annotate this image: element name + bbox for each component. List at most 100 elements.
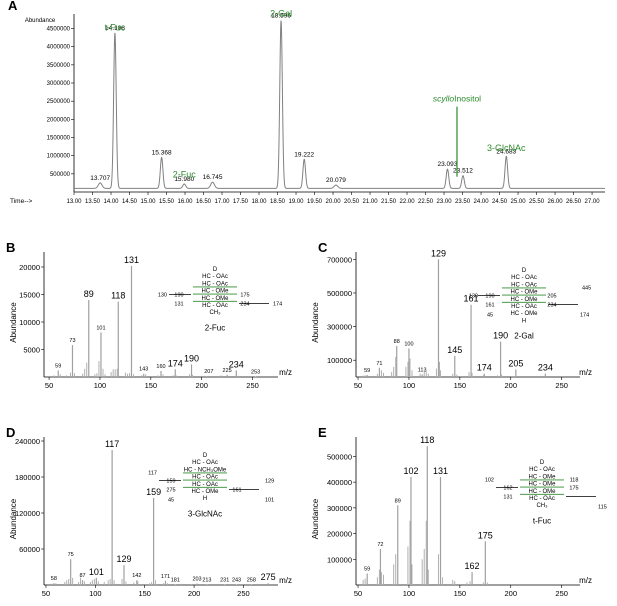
fragment-label: 101	[265, 498, 274, 504]
peak-label: 231	[220, 577, 229, 583]
peak-label: 225	[223, 368, 232, 374]
x-tick-label: 100	[403, 589, 416, 598]
x-tick-label: 150	[454, 589, 467, 598]
structure-line: HC - OAc	[192, 460, 218, 466]
peak-label: 143	[139, 367, 148, 373]
structure-line: HC - NCH₃OMe	[184, 467, 227, 473]
peak-label: 73	[69, 338, 75, 344]
x-tick-label: 20.50	[344, 199, 360, 205]
y-tick-label: 2000000	[47, 117, 71, 123]
peak-label: 213	[202, 577, 211, 583]
structure-line: D	[522, 268, 527, 274]
fragment-label: 234	[240, 302, 249, 308]
fragment-label: 175	[569, 486, 578, 492]
y-tick-label: 120000	[15, 509, 40, 518]
x-tick-label: 14.00	[103, 199, 119, 205]
x-tick-label: 150	[138, 589, 151, 598]
y-axis-title: Abundance	[9, 498, 18, 539]
peak-label: 87	[79, 573, 85, 579]
x-tick-label: 17.50	[233, 199, 249, 205]
structure-name: 2-Fuc	[205, 323, 225, 332]
x-tick-label: 23.50	[455, 199, 471, 205]
panel-label: E	[318, 425, 327, 440]
peak-label: 129	[431, 248, 446, 258]
fragment-label: 162	[503, 486, 512, 492]
peak-label: 102	[403, 466, 418, 476]
peak-label: 89	[84, 289, 94, 299]
x-axis-title: m/z	[579, 576, 592, 585]
peak-label: 161	[464, 294, 479, 304]
x-tick-label: 18.50	[270, 199, 286, 205]
x-axis-title: m/z	[279, 368, 292, 377]
peak-label: 88	[394, 339, 400, 345]
peak-label: 159	[146, 487, 161, 497]
peak-label: 59	[364, 566, 370, 572]
peak-label: 203	[192, 577, 201, 583]
peak-label: 234	[229, 359, 244, 369]
structure-line: H	[522, 318, 526, 324]
structure-name: 3-GlcNAc	[188, 509, 222, 518]
peak-label: 71	[376, 361, 382, 367]
fragment-label: 130	[469, 294, 478, 300]
peak-label: 15.368	[152, 149, 172, 156]
x-tick-label: 23.00	[437, 199, 453, 205]
peak-label: 15.980	[174, 176, 194, 183]
peak-label: 100	[404, 341, 413, 347]
x-tick-label: 150	[454, 381, 467, 390]
y-tick-label: 1500000	[47, 136, 71, 142]
x-tick-label: 15.00	[140, 199, 156, 205]
peak-label: 118	[420, 435, 434, 445]
fragment-label: 130	[158, 293, 167, 299]
y-tick-label: 400000	[327, 478, 352, 487]
structure-name: 2-Gal	[514, 332, 534, 341]
peak-label: 243	[232, 577, 241, 583]
peak-label: 234	[538, 363, 553, 373]
x-tick-label: 100	[94, 381, 107, 390]
x-tick-label: 200	[188, 589, 201, 598]
fragment-label: 174	[273, 302, 282, 308]
peak-label: 253	[251, 369, 260, 375]
fragment-label: 102	[485, 478, 494, 484]
peak-label: 174	[168, 358, 183, 368]
peak-label: 190	[184, 353, 199, 363]
structure-line: HC - OAc	[192, 482, 218, 488]
x-tick-label: 17.00	[215, 199, 231, 205]
x-tick-label: 13.00	[66, 199, 82, 205]
peak-label: 142	[132, 573, 141, 579]
fragment-label: 131	[174, 302, 183, 308]
x-tick-label: 16.00	[178, 199, 194, 205]
peak-label: 145	[447, 345, 462, 355]
sugar-annotation: 2-Fuc	[173, 169, 197, 179]
x-tick-label: 22.00	[400, 199, 416, 205]
fragment-label: 275	[166, 488, 175, 494]
structure-line: D	[213, 267, 218, 273]
fragment-label: 234	[547, 303, 556, 309]
x-tick-label: 50	[42, 589, 50, 598]
y-tick-label: 4000000	[47, 45, 71, 51]
peak-label: 162	[465, 561, 480, 571]
x-tick-label: 100	[403, 381, 416, 390]
x-tick-label: 250	[555, 381, 568, 390]
peak-label: 14.106	[105, 25, 125, 32]
peak-label: 190	[493, 331, 508, 341]
x-tick-label: 250	[237, 589, 250, 598]
x-tick-label: 14.50	[122, 199, 138, 205]
standard-annotation-italic: scyllo	[433, 94, 455, 104]
y-tick-label: 1000000	[47, 154, 71, 160]
x-tick-label: 100	[89, 589, 102, 598]
x-tick-label: 15.50	[159, 199, 175, 205]
structure-line: H	[203, 496, 207, 502]
x-tick-label: 250	[246, 381, 259, 390]
panel-label: B	[6, 240, 15, 255]
x-tick-label: 250	[555, 589, 568, 598]
x-tick-label: 24.50	[492, 199, 508, 205]
x-tick-label: 25.00	[511, 199, 527, 205]
fragment-label: 117	[148, 471, 157, 477]
y-tick-label: 300000	[327, 504, 352, 513]
structure-line: HC - OAc	[202, 274, 228, 280]
standard-annotation-rest: Inositol	[454, 94, 481, 104]
fragment-label: 45	[168, 498, 174, 504]
